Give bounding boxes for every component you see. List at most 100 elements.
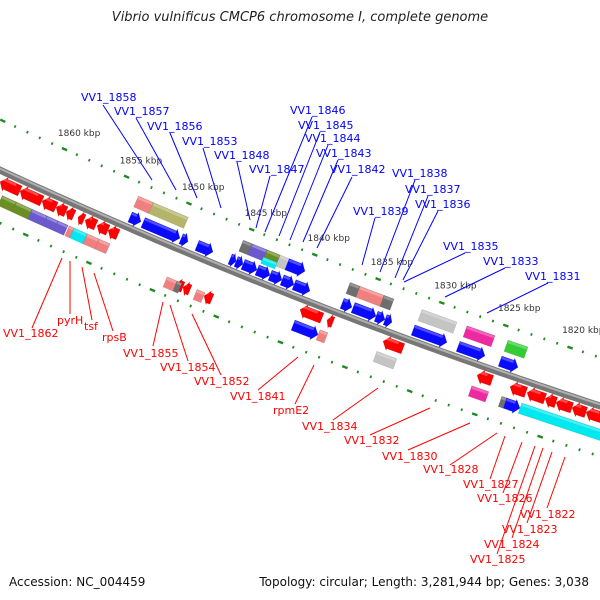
gene-highlight — [57, 221, 68, 228]
gene-highlight — [182, 234, 186, 238]
forward-gene-arrow — [127, 211, 142, 227]
gene-highlight — [152, 203, 188, 220]
minor-tick — [275, 238, 279, 242]
minor-tick — [266, 335, 269, 339]
gene-highlight — [288, 259, 302, 267]
minor-tick — [421, 394, 424, 398]
major-tick — [341, 364, 348, 370]
gene-highlight — [86, 215, 93, 221]
minor-tick — [125, 277, 129, 281]
minor-tick — [175, 196, 178, 200]
forward-gene-label: VV1_1836 — [415, 198, 471, 211]
minor-tick — [512, 426, 516, 430]
minor-tick — [591, 452, 594, 456]
forward-gene-label: VV1_1839 — [353, 205, 409, 218]
gene-box — [172, 280, 183, 294]
reverse-gene-arrow — [585, 406, 600, 424]
gene-box — [53, 220, 69, 236]
minor-tick — [530, 332, 533, 336]
gene-highlight — [79, 212, 83, 216]
gene-highlight — [86, 234, 99, 242]
minor-tick — [50, 141, 54, 146]
minor-tick — [100, 266, 103, 270]
gene-highlight — [237, 257, 241, 261]
tick-label: 1850 kbp — [182, 183, 225, 193]
forward-gene-label-leader-line — [264, 116, 313, 233]
minor-tick — [447, 403, 451, 407]
gene-highlight — [43, 196, 53, 203]
gene-highlight — [131, 212, 138, 217]
gene-box — [94, 238, 111, 255]
reverse-gene-label-leader-line — [152, 301, 164, 347]
minor-tick — [227, 320, 231, 324]
gene-highlight — [349, 283, 360, 289]
forward-gene-arrow — [350, 302, 377, 322]
forward-gene-label: VV1_1856 — [147, 120, 203, 133]
gene-highlight — [98, 239, 110, 247]
major-tick — [502, 323, 509, 328]
minor-tick — [594, 354, 598, 358]
reverse-gene-label: rpmE2 — [273, 404, 309, 417]
reverse-gene-label-leader-line — [93, 272, 114, 332]
forward-gene-label-leader-line — [255, 175, 271, 229]
minor-tick — [162, 191, 166, 195]
reverse-gene-arrow — [555, 396, 575, 414]
reverse-gene-arrow — [571, 401, 589, 418]
reverse-gene-label: pyrH — [57, 314, 83, 327]
forward-gene-arrow — [227, 252, 237, 268]
gene-highlight — [67, 207, 72, 211]
tick-label: 1845 kbp — [245, 209, 288, 219]
minor-tick — [402, 287, 405, 291]
minor-tick — [75, 153, 79, 157]
major-tick — [471, 412, 478, 417]
gene-highlight — [414, 325, 444, 338]
minor-tick — [189, 304, 193, 308]
reverse-gene-arrow — [19, 185, 45, 207]
forward-gene-label: VV1_1846 — [290, 104, 346, 117]
gene-highlight — [57, 202, 63, 207]
reverse-gene-arrow — [182, 281, 193, 298]
reverse-gene-label: VV1_1827 — [463, 478, 519, 491]
gene-box — [467, 385, 490, 403]
minor-tick — [300, 248, 304, 252]
gene-box — [148, 202, 189, 229]
forward-gene-label: VV1_1848 — [214, 149, 270, 162]
forward-gene-arrow — [339, 297, 353, 313]
minor-tick — [317, 355, 321, 359]
tick-label: 1830 kbp — [434, 282, 477, 292]
minor-tick — [460, 408, 464, 412]
forward-gene-arrow — [291, 279, 311, 297]
reverse-gene-label: VV1_1841 — [230, 390, 286, 403]
forward-gene-label: VV1_1837 — [405, 183, 461, 196]
forward-gene-label: VV1_1835 — [443, 240, 499, 253]
reverse-gene-label-leader-line — [526, 451, 553, 524]
reverse-gene-arrow — [0, 176, 23, 197]
forward-gene-label-leader-line — [402, 210, 439, 281]
genome-title: Vibrio vulnificus CMCP6 chromosome I, co… — [111, 10, 489, 25]
reverse-gene-arrow — [299, 304, 325, 324]
major-tick — [537, 434, 544, 439]
reverse-gene-label-leader-line — [511, 447, 544, 539]
major-tick — [185, 201, 192, 206]
reverse-gene-label-leader-line — [502, 441, 523, 494]
gene-box — [379, 294, 395, 311]
reverse-gene-label: VV1_1826 — [477, 492, 533, 505]
reverse-gene-label: VV1_1832 — [344, 434, 400, 447]
gene-box — [503, 339, 529, 359]
gene-highlight — [421, 310, 457, 325]
minor-tick — [225, 217, 228, 221]
minor-tick — [499, 421, 503, 425]
minor-tick — [427, 296, 431, 300]
minor-tick — [552, 439, 555, 443]
reverse-gene-label-leader-line — [332, 387, 379, 421]
gene-highlight — [283, 275, 291, 281]
forward-gene-arrow — [194, 239, 214, 258]
gene-highlight — [557, 397, 568, 404]
minor-tick — [49, 244, 53, 248]
forward-gene-label: VV1_1842 — [330, 163, 386, 176]
minor-tick — [13, 124, 17, 129]
minor-tick — [525, 430, 529, 434]
reverse-gene-label-leader-line — [449, 432, 498, 466]
reverse-gene-label: VV1_1855 — [123, 347, 179, 360]
reverse-gene-arrow — [509, 381, 529, 398]
